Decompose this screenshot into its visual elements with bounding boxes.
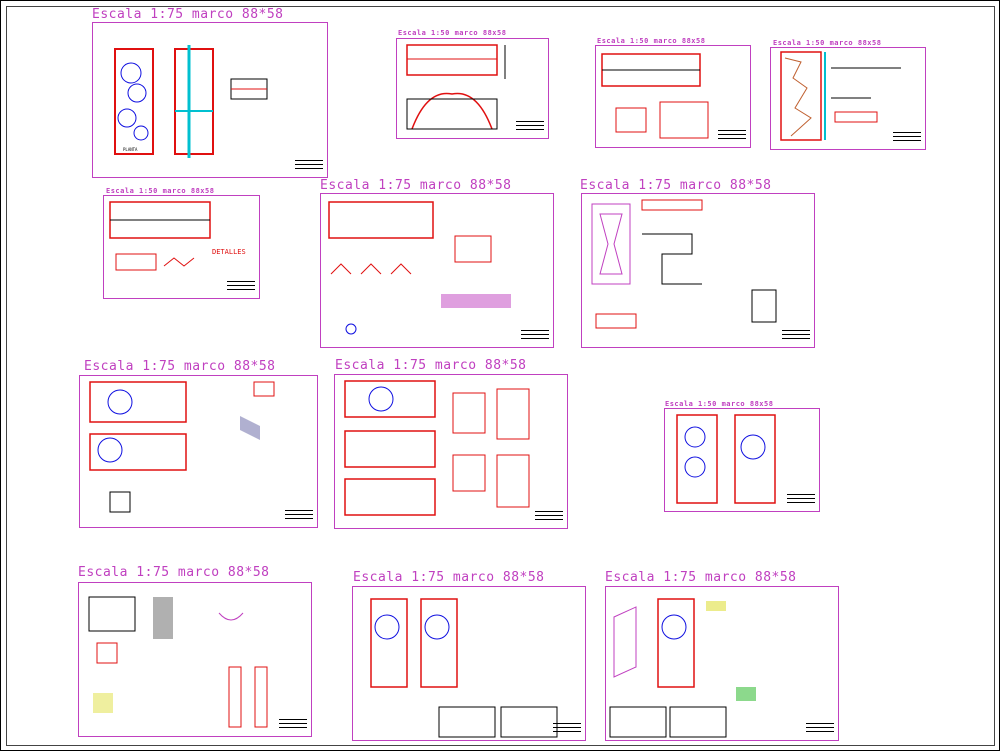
- sheet-3-label: Escala 1:50 marco 88x58: [597, 37, 706, 45]
- sheet-5-label: Escala 1:50 marco 88x58: [106, 187, 215, 195]
- sheet-5-title-block: [227, 281, 255, 294]
- sheet-10[interactable]: [664, 408, 820, 512]
- svg-text:PLANTA: PLANTA: [123, 147, 138, 152]
- sheet-9-label: Escala 1:75 marco 88*58: [335, 358, 527, 373]
- sheet-2[interactable]: [396, 38, 549, 139]
- sheet-1-title-block: [295, 160, 323, 173]
- sheet-11-title-block: [279, 719, 307, 732]
- sheet-13-title-block: [806, 723, 834, 736]
- sheet-6-drawing: [328, 201, 511, 335]
- sheet-12-label: Escala 1:75 marco 88*58: [353, 570, 545, 585]
- sheet-12-title-block: [553, 723, 581, 736]
- sheet-7-drawing: [591, 199, 777, 329]
- sheet-8[interactable]: [79, 375, 318, 528]
- sheet-7-title-block: [782, 330, 810, 343]
- sheet-9[interactable]: [334, 374, 568, 529]
- sheet-2-label: Escala 1:50 marco 88x58: [398, 29, 507, 37]
- sheet-10-label: Escala 1:50 marco 88x58: [665, 400, 774, 408]
- sheet-12[interactable]: [352, 586, 586, 741]
- drawing-inner-border: [6, 6, 995, 746]
- sheet-5-drawing: DETALLES: [109, 201, 246, 271]
- sheet-13-drawing: [609, 598, 756, 738]
- sheet-8-title-block: [285, 510, 313, 523]
- sheet-6-title-block: [521, 330, 549, 343]
- sheet-10-title-block: [787, 494, 815, 507]
- sheet-4-drawing: [780, 51, 901, 141]
- sheet-2-title-block: [516, 121, 544, 134]
- sheet-8-drawing: [89, 381, 275, 513]
- sheet-5[interactable]: DETALLES: [103, 195, 260, 299]
- sheet-13[interactable]: [605, 586, 839, 741]
- sheet-11-drawing: [88, 596, 268, 728]
- sheet-11[interactable]: [78, 582, 312, 737]
- sheet-3-drawing: [601, 53, 709, 139]
- sheet-6[interactable]: [320, 193, 554, 348]
- sheet-3-title-block: [718, 130, 746, 143]
- sheet-4[interactable]: [770, 47, 926, 150]
- sheet-1[interactable]: PLANTA: [92, 22, 328, 178]
- sheet-1-drawing: PLANTA: [114, 45, 268, 158]
- sheet-8-label: Escala 1:75 marco 88*58: [84, 359, 276, 374]
- sheet-13-label: Escala 1:75 marco 88*58: [605, 570, 797, 585]
- sheet-6-label: Escala 1:75 marco 88*58: [320, 178, 512, 193]
- sheet-7[interactable]: [581, 193, 815, 348]
- sheet-2-drawing: [406, 44, 506, 130]
- sheet-3[interactable]: [595, 45, 751, 148]
- sheet-11-label: Escala 1:75 marco 88*58: [78, 565, 270, 580]
- sheet-10-drawing: [676, 414, 776, 504]
- sheet-7-label: Escala 1:75 marco 88*58: [580, 178, 772, 193]
- sheet-12-drawing: [370, 598, 558, 738]
- sheet-9-drawing: [344, 380, 530, 516]
- sheet-4-title-block: [893, 132, 921, 145]
- sheet-4-label: Escala 1:50 marco 88x58: [773, 39, 882, 47]
- sheet-9-title-block: [535, 511, 563, 524]
- sheet-1-label: Escala 1:75 marco 88*58: [92, 7, 284, 22]
- sheet-5-detalles-text: DETALLES: [212, 248, 246, 256]
